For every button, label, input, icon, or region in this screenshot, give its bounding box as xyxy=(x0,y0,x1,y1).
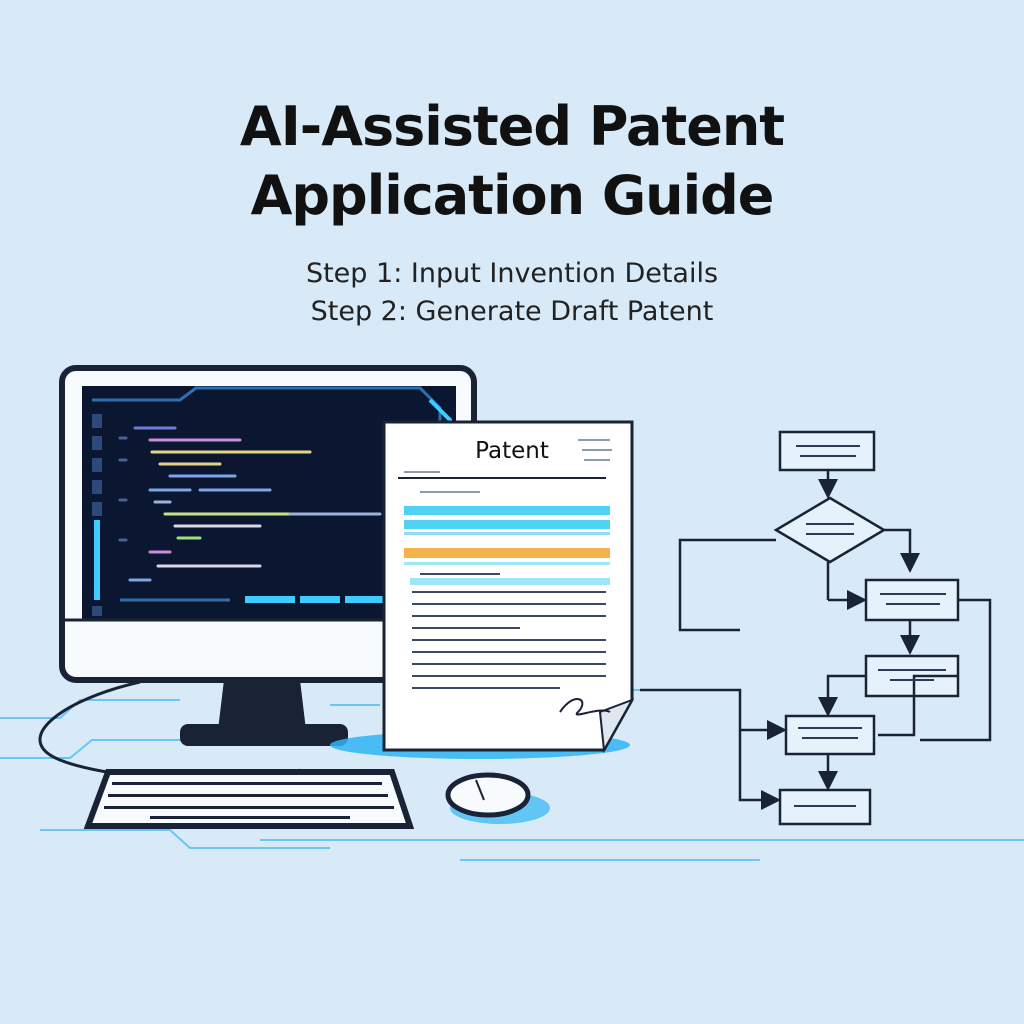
page-title-line-2: Application Guide xyxy=(250,164,775,227)
step-1-label: Step 1: Input Invention Details xyxy=(305,258,719,289)
page-title-line-1: AI-Assisted Patent xyxy=(239,95,785,158)
document-heading: Patent xyxy=(475,438,549,464)
flowchart-box-text xyxy=(794,445,946,807)
patent-document xyxy=(382,420,635,754)
mouse xyxy=(445,772,550,824)
code-lines xyxy=(118,426,382,582)
circuit-traces xyxy=(0,689,1024,861)
keyboard xyxy=(83,769,415,829)
flowchart xyxy=(640,430,992,826)
step-2-label: Step 2: Generate Draft Patent xyxy=(310,296,714,327)
